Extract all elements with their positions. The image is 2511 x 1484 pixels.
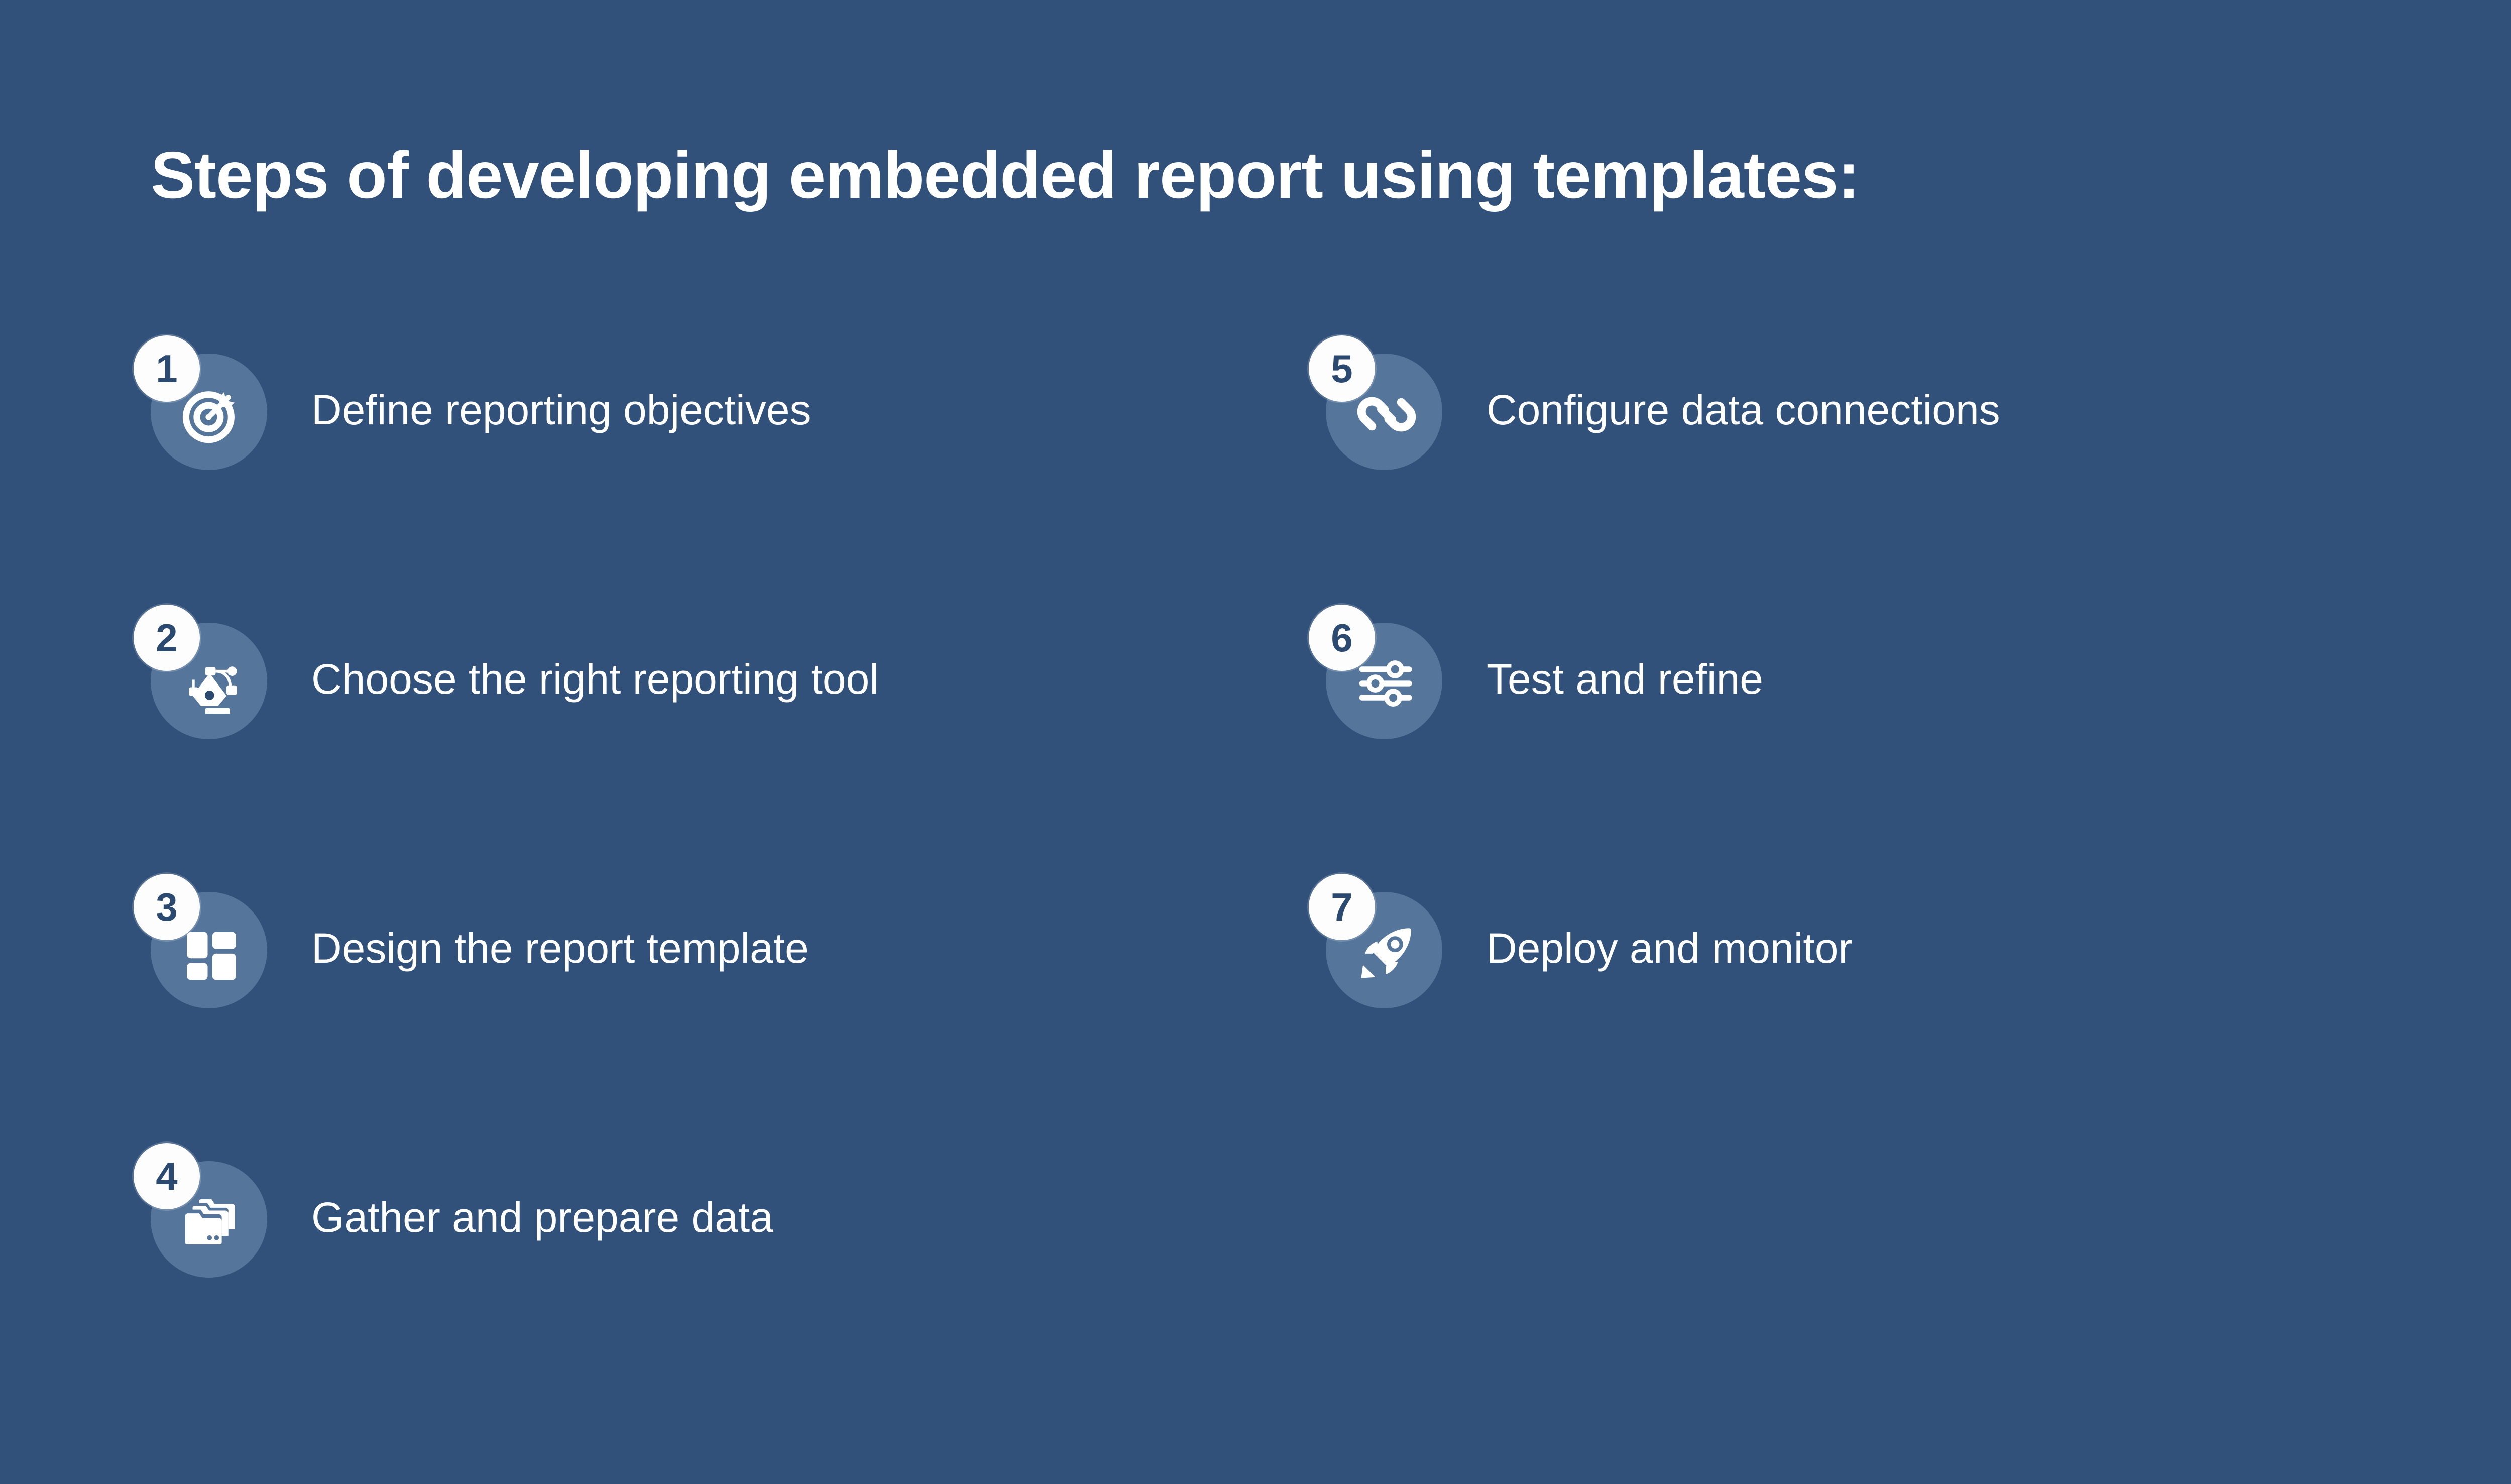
step-label: Choose the right reporting tool (311, 655, 879, 703)
step-item[interactable]: 2 Choose the right reporting tool (134, 605, 879, 885)
step-number-badge: 3 (134, 874, 200, 940)
steps-column-right: 5 Configure data connections (1309, 335, 2000, 1154)
step-label: Design the report template (311, 925, 809, 972)
step-number-badge: 5 (1309, 335, 1375, 402)
step-item[interactable]: 7 Deploy and monitor (1309, 874, 2000, 1154)
step-icon-wrap: 1 (134, 335, 267, 470)
step-label: Define reporting objectives (311, 386, 811, 433)
step-number-badge: 4 (134, 1143, 200, 1209)
page-title: Steps of developing embedded report usin… (151, 138, 1860, 212)
pen-nib-icon (151, 623, 267, 739)
step-item[interactable]: 5 Configure data connections (1309, 335, 2000, 616)
step-item[interactable]: 3 Design the report template (134, 874, 879, 1154)
step-number-badge: 6 (1309, 605, 1375, 671)
step-label: Deploy and monitor (1487, 925, 1853, 972)
step-item[interactable]: 6 Test and refine (1309, 605, 2000, 885)
step-label: Test and refine (1487, 655, 1764, 703)
step-icon-wrap: 2 (134, 605, 267, 739)
step-icon-wrap: 6 (1309, 605, 1442, 739)
step-icon-wrap: 5 (1309, 335, 1442, 470)
step-icon-wrap: 3 (134, 874, 267, 1008)
step-icon-wrap: 7 (1309, 874, 1442, 1008)
step-label: Configure data connections (1487, 386, 2000, 433)
step-number-badge: 7 (1309, 874, 1375, 940)
step-number-badge: 2 (134, 605, 200, 671)
steps-column-left: 1 Define reporting objectives (134, 335, 879, 1423)
step-icon-wrap: 4 (134, 1143, 267, 1278)
step-number-badge: 1 (134, 335, 200, 402)
step-label: Gather and prepare data (311, 1194, 773, 1241)
step-item[interactable]: 4 Gather and prepare data (134, 1143, 879, 1423)
step-item[interactable]: 1 Define reporting objectives (134, 335, 879, 616)
